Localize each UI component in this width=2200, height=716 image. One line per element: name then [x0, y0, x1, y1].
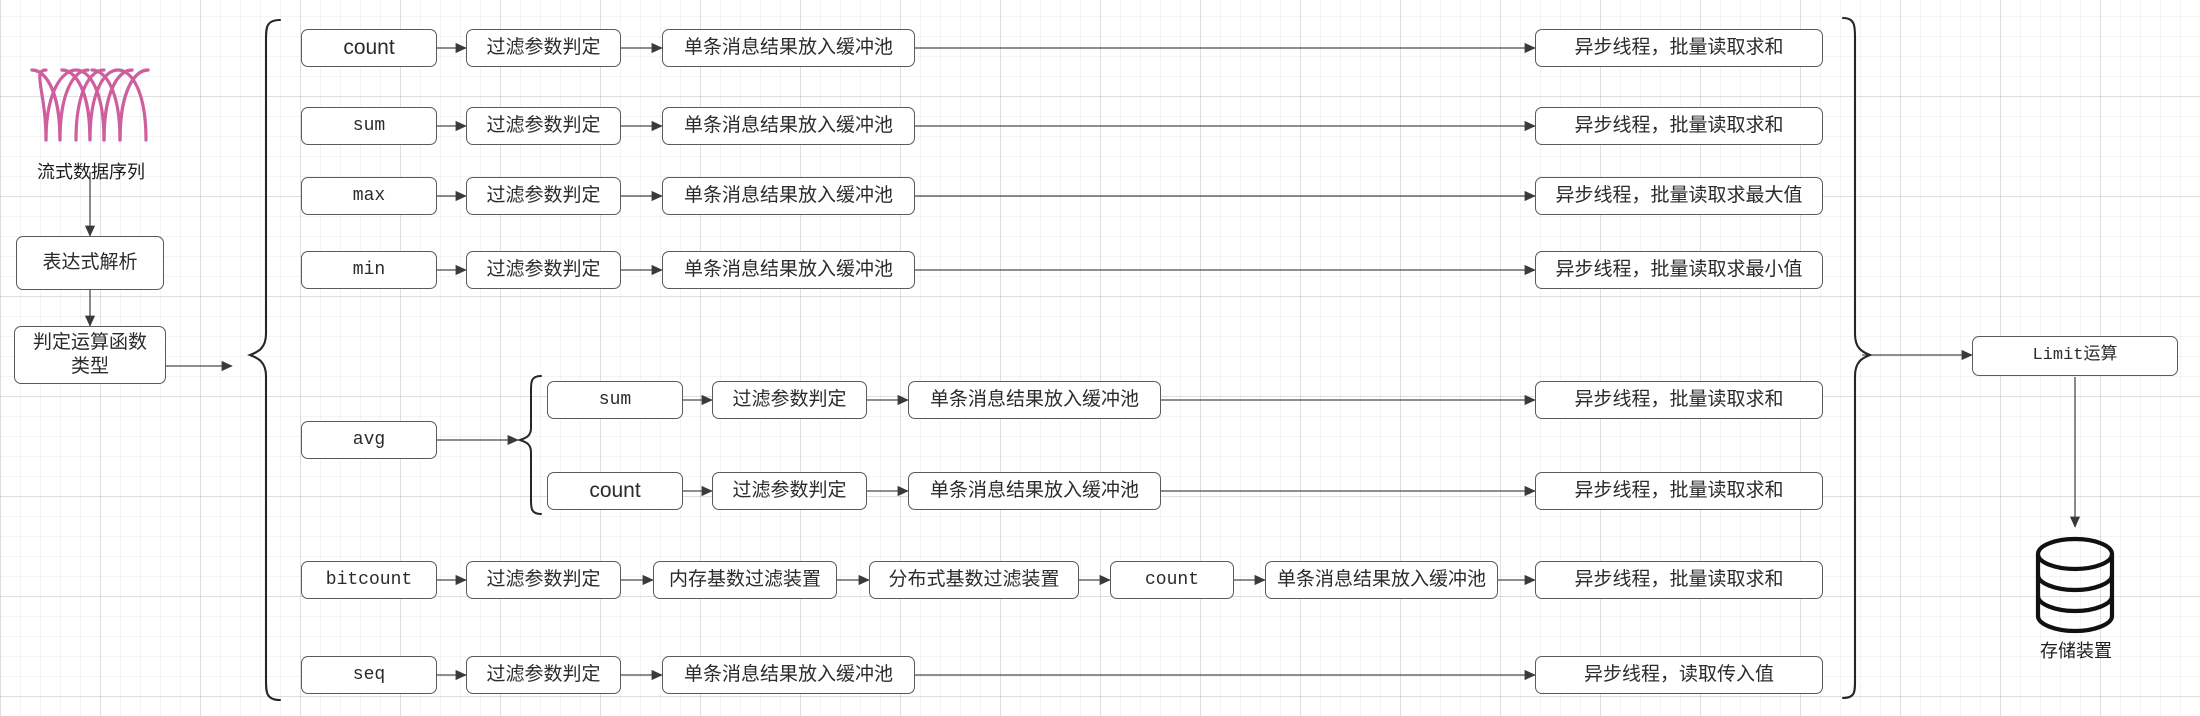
sink-box-avg-sum[interactable]: 异步线程，批量读取求和	[1535, 381, 1823, 419]
expression-parse-box[interactable]: 表达式解析	[16, 236, 164, 290]
op-box-count[interactable]: count	[301, 29, 437, 67]
function-type-box[interactable]: 判定运算函数 类型	[14, 326, 166, 384]
buffer-box-avg-sum[interactable]: 单条消息结果放入缓冲池	[908, 381, 1161, 419]
buffer-box-bitcount[interactable]: 单条消息结果放入缓冲池	[1265, 561, 1498, 599]
filter-box-min[interactable]: 过滤参数判定	[466, 251, 621, 289]
sink-box-avg-count[interactable]: 异步线程，批量读取求和	[1535, 472, 1823, 510]
buffer-box-count[interactable]: 单条消息结果放入缓冲池	[662, 29, 915, 67]
buffer-box-seq[interactable]: 单条消息结果放入缓冲池	[662, 656, 915, 694]
sink-box-min[interactable]: 异步线程，批量读取求最小值	[1535, 251, 1823, 289]
op-box-bitcount[interactable]: bitcount	[301, 561, 437, 599]
sink-box-count[interactable]: 异步线程，批量读取求和	[1535, 29, 1823, 67]
stream-label: 流式数据序列	[37, 162, 145, 182]
op-box-max[interactable]: max	[301, 177, 437, 215]
op-box-seq[interactable]: seq	[301, 656, 437, 694]
memory-cardinality-filter-box[interactable]: 内存基数过滤装置	[653, 561, 837, 599]
distributed-cardinality-filter-box[interactable]: 分布式基数过滤装置	[869, 561, 1079, 599]
sink-box-bitcount[interactable]: 异步线程，批量读取求和	[1535, 561, 1823, 599]
filter-box-seq[interactable]: 过滤参数判定	[466, 656, 621, 694]
filter-box-count[interactable]: 过滤参数判定	[466, 29, 621, 67]
filter-box-avg-count[interactable]: 过滤参数判定	[712, 472, 867, 510]
op-box-bitcount-count[interactable]: count	[1110, 561, 1234, 599]
sink-box-sum[interactable]: 异步线程，批量读取求和	[1535, 107, 1823, 145]
buffer-box-sum[interactable]: 单条消息结果放入缓冲池	[662, 107, 915, 145]
buffer-box-avg-count[interactable]: 单条消息结果放入缓冲池	[908, 472, 1161, 510]
op-box-avg-count[interactable]: count	[547, 472, 683, 510]
buffer-box-min[interactable]: 单条消息结果放入缓冲池	[662, 251, 915, 289]
result-brace	[1841, 16, 1873, 700]
filter-box-sum[interactable]: 过滤参数判定	[466, 107, 621, 145]
op-box-avg[interactable]: avg	[301, 421, 437, 459]
limit-operation-box[interactable]: Limit运算	[1972, 336, 2178, 376]
storage-label: 存储装置	[2040, 641, 2112, 661]
database-cylinder-icon	[2035, 536, 2115, 634]
function-type-line2: 类型	[70, 356, 109, 377]
filter-box-max[interactable]: 过滤参数判定	[466, 177, 621, 215]
stream-wave-icon	[30, 68, 150, 142]
buffer-box-max[interactable]: 单条消息结果放入缓冲池	[662, 177, 915, 215]
avg-sub-brace	[516, 375, 542, 515]
filter-box-bitcount[interactable]: 过滤参数判定	[466, 561, 621, 599]
sink-box-seq[interactable]: 异步线程，读取传入值	[1535, 656, 1823, 694]
op-box-sum[interactable]: sum	[301, 107, 437, 145]
filter-box-avg-sum[interactable]: 过滤参数判定	[712, 381, 867, 419]
main-brace	[247, 18, 282, 702]
sink-box-max[interactable]: 异步线程，批量读取求最大值	[1535, 177, 1823, 215]
op-box-min[interactable]: min	[301, 251, 437, 289]
function-type-line1: 判定运算函数	[32, 332, 147, 354]
op-box-avg-sum[interactable]: sum	[547, 381, 683, 419]
